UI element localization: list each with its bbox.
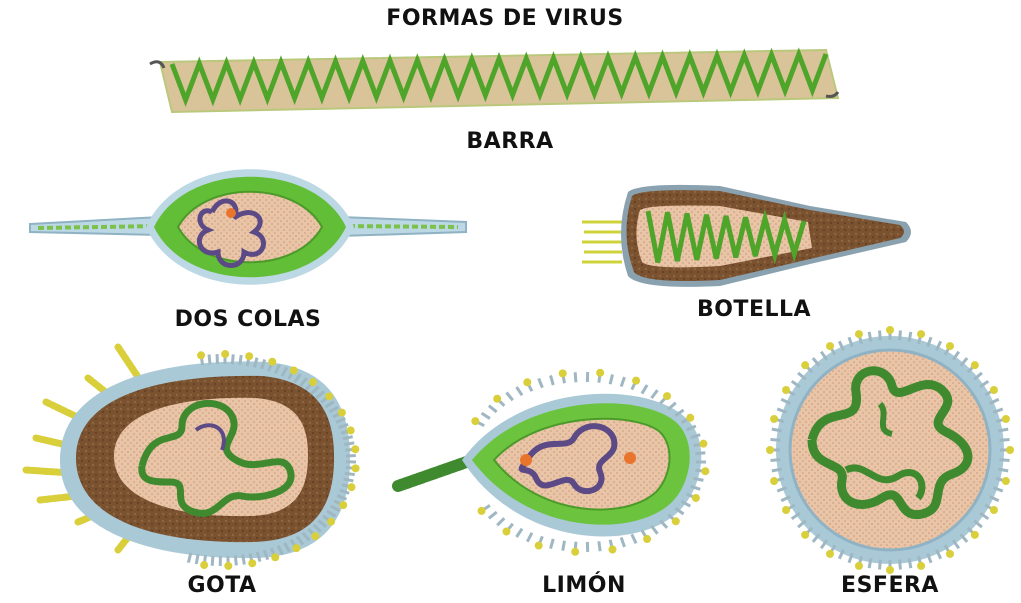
label-limon: LIMÓN bbox=[542, 573, 626, 598]
esfera-virus bbox=[766, 326, 1014, 574]
label-gota: GOTA bbox=[187, 573, 256, 598]
page-title: FORMAS DE VIRUS bbox=[386, 6, 623, 31]
label-barra: BARRA bbox=[466, 129, 553, 154]
label-esfera: ESFERA bbox=[841, 573, 939, 598]
label-botella: BOTELLA bbox=[697, 297, 811, 322]
label-dos-colas: DOS COLAS bbox=[175, 307, 322, 332]
dos-colas-virus bbox=[30, 169, 466, 285]
limon-virus bbox=[398, 369, 709, 556]
botella-virus bbox=[582, 185, 911, 287]
gota-virus bbox=[26, 347, 360, 570]
barra-virus bbox=[150, 50, 838, 112]
